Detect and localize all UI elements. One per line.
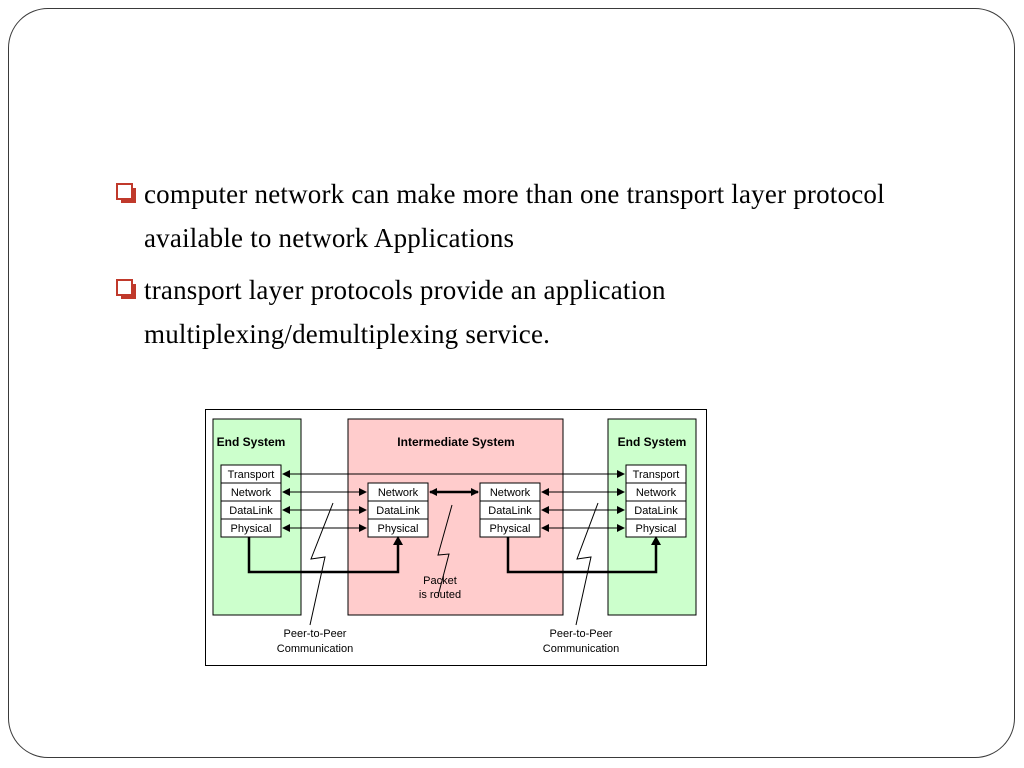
layer-datalink: DataLink: [634, 505, 678, 517]
layer-datalink: DataLink: [376, 505, 420, 517]
peer-label-left: Communication: [277, 643, 353, 655]
lightning-icon: [309, 502, 334, 626]
bullet-text: transport layer protocols provide an app…: [144, 275, 666, 349]
layer-network: Network: [490, 487, 531, 499]
packet-label: Packet: [423, 575, 457, 587]
up-arrowhead-icon: [393, 536, 403, 545]
layer-network: Network: [231, 487, 272, 499]
checkbox-bullet-icon: [116, 183, 136, 203]
up-arrowhead-icon: [651, 536, 661, 545]
lightning-icon: [437, 504, 453, 597]
layer-network: Network: [636, 487, 677, 499]
peer-label-left: Peer-to-Peer: [284, 628, 347, 640]
left-layer-stack: Transport Network DataLink Physical: [220, 464, 282, 538]
layer-datalink: DataLink: [488, 505, 532, 517]
bullet-item: computer network can make more than one …: [116, 172, 956, 260]
layer-physical: Physical: [378, 523, 419, 535]
peer-arrows: [282, 470, 625, 532]
intermediate-left-stack: Network DataLink Physical: [367, 482, 429, 538]
packet-label: is routed: [419, 589, 461, 601]
network-diagram: End System Intermediate System End Syste…: [205, 409, 707, 666]
bullet-item: transport layer protocols provide an app…: [116, 268, 956, 356]
end-system-right-title: End System: [618, 435, 687, 449]
intermediate-system-title: Intermediate System: [397, 435, 514, 449]
layer-physical: Physical: [636, 523, 677, 535]
layer-physical: Physical: [231, 523, 272, 535]
peer-label-right: Peer-to-Peer: [550, 628, 613, 640]
right-layer-stack: Transport Network DataLink Physical: [625, 464, 687, 538]
intermediate-right-stack: Network DataLink Physical: [479, 482, 541, 538]
end-system-left-title: End System: [217, 435, 286, 449]
layer-transport: Transport: [633, 469, 680, 481]
lightning-icon: [575, 502, 599, 626]
layer-physical: Physical: [490, 523, 531, 535]
bullet-text: computer network can make more than one …: [144, 179, 885, 253]
data-path: [247, 537, 658, 574]
checkbox-bullet-icon: [116, 279, 136, 299]
layer-transport: Transport: [228, 469, 275, 481]
lightning-bolts: [309, 502, 599, 626]
bullet-list: computer network can make more than one …: [116, 172, 956, 364]
layer-network: Network: [378, 487, 419, 499]
layer-datalink: DataLink: [229, 505, 273, 517]
peer-label-right: Communication: [543, 643, 619, 655]
